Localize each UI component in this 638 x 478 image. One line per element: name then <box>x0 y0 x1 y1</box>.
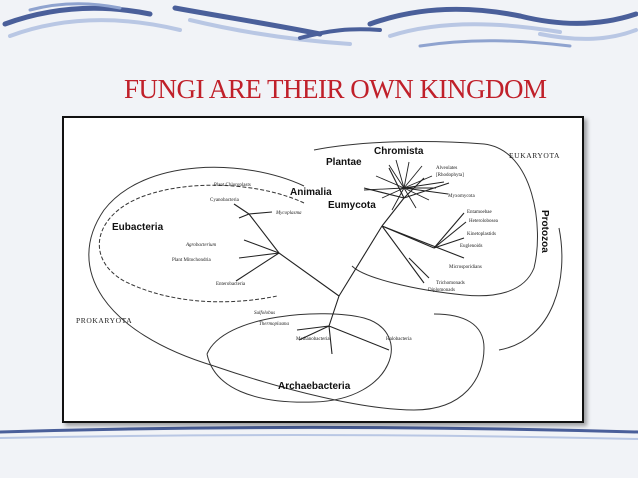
label-microsporidians: Microsporidians <box>449 265 482 270</box>
label-rhodophyta: [Rhodophyta] <box>436 173 464 178</box>
label-myxomycota: Myxomycota <box>448 194 475 199</box>
label-plant-mitochondria: Plant Mitochondria <box>172 258 212 263</box>
label-chromista: Chromista <box>374 146 424 157</box>
label-thermoplasma: Thermoplasma <box>259 322 290 327</box>
label-sulfolobus: Sulfolobus <box>254 311 275 316</box>
archaea-curve <box>206 313 392 403</box>
eukaryota-curve <box>313 141 538 297</box>
eukaryote-crown-burst <box>363 159 449 211</box>
bottom-swoosh-decoration <box>0 426 638 440</box>
slide-title: FUNGI ARE THEIR OWN KINGDOM <box>124 74 547 104</box>
label-archaebacteria: Archaebacteria <box>278 381 351 392</box>
label-heterolobosea: Heterolobosea <box>469 219 499 224</box>
outer-loop-right <box>498 227 563 351</box>
phylogenetic-tree-figure: EUKARYOTA PROKARYOTA Protozoa Eubacteria… <box>62 116 584 423</box>
label-euglenoids: Euglenoids <box>460 244 483 249</box>
label-enterobacteria: Enterobacteria <box>216 282 246 287</box>
label-plantae: Plantae <box>326 157 362 168</box>
label-eubacteria: Eubacteria <box>112 222 164 233</box>
outer-loop-left <box>88 166 305 367</box>
top-swoosh-decoration <box>2 2 638 48</box>
label-mycoplasma: Mycoplasma <box>275 211 302 216</box>
label-plant-chloroplasts: Plant Chloroplasts <box>214 183 251 188</box>
label-diplomonads: Diplomonads <box>428 288 455 293</box>
label-trichomonads: Trichomonads <box>436 281 465 286</box>
label-prokaryota: PROKARYOTA <box>76 316 132 325</box>
label-halobacteria: Halobacteria <box>386 337 412 342</box>
label-cyanobacteria: Cyanobacteria <box>210 198 240 203</box>
label-protozoa: Protozoa <box>539 210 550 253</box>
label-methanobacteria: Methanobacteria <box>296 337 330 342</box>
phylogenetic-tree: EUKARYOTA PROKARYOTA Protozoa Eubacteria… <box>76 141 563 411</box>
grouping-curves <box>88 141 563 411</box>
label-kinetoplastids: Kinetoplastids <box>467 232 496 237</box>
label-eumycota: Eumycota <box>328 200 376 211</box>
label-agrobacterium: Agrobacterium <box>185 243 216 248</box>
eubacteria-curve <box>98 184 305 303</box>
label-alveolates: Alveolates <box>436 166 457 171</box>
outer-loop-bottom <box>213 313 485 411</box>
label-eukaryota: EUKARYOTA <box>509 151 560 160</box>
label-animalia: Animalia <box>290 187 332 198</box>
label-entamoebae: Entamoebae <box>467 210 492 215</box>
